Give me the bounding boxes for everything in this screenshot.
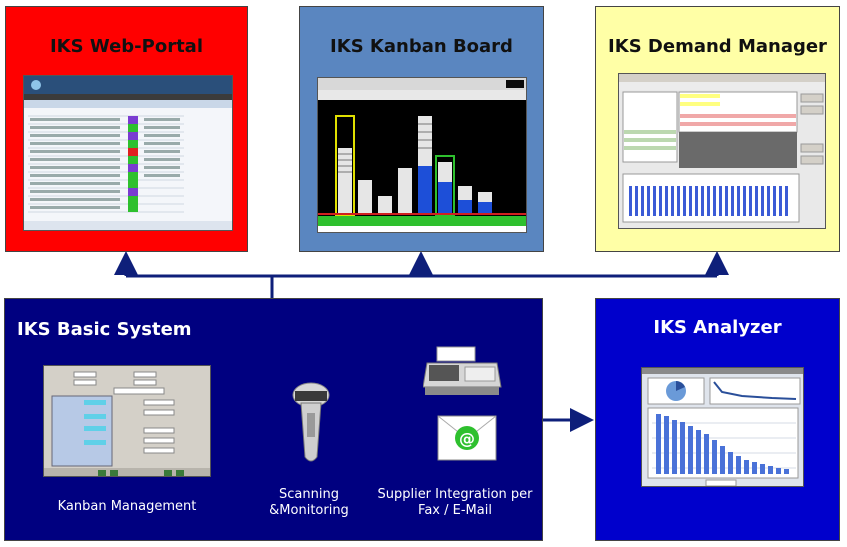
kanban-management-screenshot [43, 365, 211, 477]
connector-trunk [126, 274, 717, 300]
email-envelope-icon: @ [437, 415, 497, 461]
web-portal-title: IKS Web-Portal [49, 36, 203, 57]
demand-manager-title: IKS Demand Manager [608, 36, 827, 57]
scanning-label: Scanning &Monitoring [269, 487, 349, 518]
analyzer-box: IKS Analyzer [595, 298, 840, 541]
kanban-board-title: IKS Kanban Board [330, 36, 513, 57]
basic-system-box: IKS Basic System Kanb [4, 298, 543, 541]
web-portal-box: IKS Web-Portal [5, 6, 248, 252]
demand-manager-screenshot [618, 73, 826, 229]
fax-machine-icon [423, 346, 502, 395]
kanban-board-screenshot [317, 77, 527, 233]
kanban-board-box: IKS Kanban Board [299, 6, 544, 252]
supplier-integration-label: Supplier Integration per Fax / E-Mail [377, 487, 533, 518]
analyzer-screenshot [641, 367, 804, 487]
demand-manager-box: IKS Demand Manager [595, 6, 840, 252]
web-portal-screenshot [23, 75, 233, 231]
analyzer-title: IKS Analyzer [653, 317, 782, 338]
kanban-management-label: Kanban Management [57, 499, 197, 514]
basic-system-title: IKS Basic System [17, 319, 192, 340]
svg-text:@: @ [459, 429, 475, 448]
barcode-scanner-icon [292, 382, 330, 462]
